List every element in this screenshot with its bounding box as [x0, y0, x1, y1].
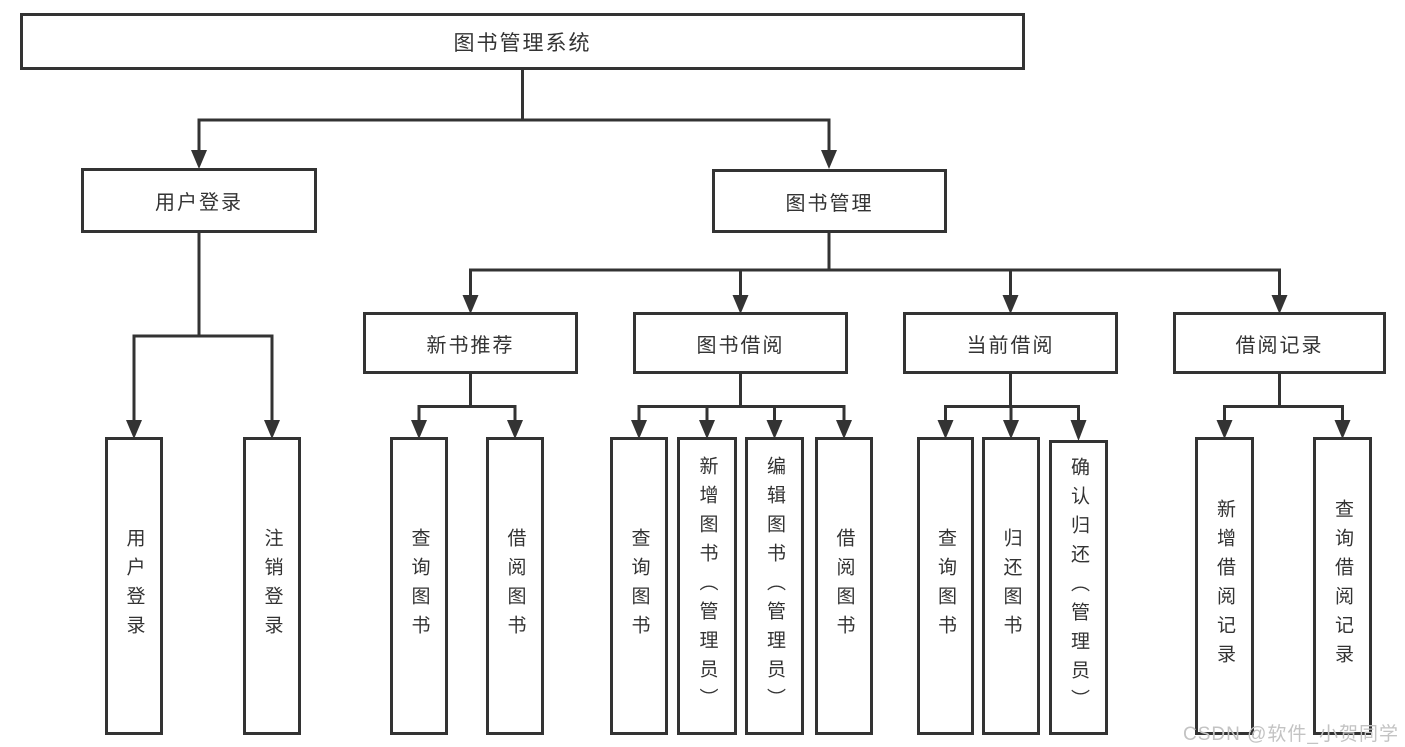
leaf-borrow-books-1-label: 借阅图书	[504, 528, 526, 644]
leaf-add-borrow-record: 新增借阅记录	[1195, 437, 1254, 735]
node-book-borrowing: 图书借阅	[633, 312, 848, 374]
leaf-return-books: 归还图书	[982, 437, 1040, 735]
leaf-logout: 注销登录	[243, 437, 301, 735]
leaf-edit-books-admin: 编辑图书（管理员）	[745, 437, 804, 735]
watermark: CSDN @软件_小贺同学	[1183, 724, 1399, 745]
leaf-borrow-books-1: 借阅图书	[486, 437, 544, 735]
arrowhead	[191, 150, 207, 169]
leaf-user-login: 用户登录	[105, 437, 163, 735]
leaf-add-borrow-record-label: 新增借阅记录	[1214, 499, 1235, 673]
node-user-login: 用户登录	[81, 168, 317, 233]
arrowhead	[821, 150, 837, 169]
leaf-borrow-books-2: 借阅图书	[815, 437, 873, 735]
leaf-query-books-3: 查询图书	[917, 437, 974, 735]
node-book-borrowing-label: 图书借阅	[696, 334, 785, 357]
leaf-query-books-2-label: 查询图书	[628, 528, 650, 644]
leaf-add-books-admin-label: 新增图书（管理员）	[696, 455, 718, 717]
arrowhead	[1070, 420, 1087, 441]
leaf-user-login-label: 用户登录	[123, 528, 145, 644]
leaf-confirm-return-admin: 确认归还（管理员）	[1049, 440, 1108, 735]
leaf-query-borrow-record-label: 查询借阅记录	[1332, 499, 1353, 673]
node-root: 图书管理系统	[20, 13, 1025, 70]
node-borrowing-records: 借阅记录	[1173, 312, 1386, 374]
leaf-borrow-books-2-label: 借阅图书	[833, 528, 855, 644]
leaf-query-borrow-record: 查询借阅记录	[1313, 437, 1372, 735]
node-new-book-recommendation: 新书推荐	[363, 312, 578, 374]
leaf-query-books-1-label: 查询图书	[408, 528, 430, 644]
leaf-add-books-admin: 新增图书（管理员）	[677, 437, 737, 735]
leaf-confirm-return-admin-label: 确认归还（管理员）	[1068, 457, 1089, 718]
node-book-management-label: 图书管理	[785, 192, 874, 215]
node-current-borrowing-label: 当前借阅	[966, 334, 1055, 357]
leaf-logout-label: 注销登录	[261, 528, 283, 644]
node-user-login-label: 用户登录	[155, 192, 243, 214]
leaf-edit-books-admin-label: 编辑图书（管理员）	[764, 455, 785, 717]
node-book-management: 图书管理	[712, 169, 947, 233]
leaf-query-books-3-label: 查询图书	[935, 528, 956, 644]
leaf-query-books-1: 查询图书	[390, 437, 448, 735]
node-current-borrowing: 当前借阅	[903, 312, 1118, 374]
leaf-return-books-label: 归还图书	[1000, 528, 1022, 644]
node-borrowing-records-label: 借阅记录	[1235, 334, 1324, 357]
leaf-query-books-2: 查询图书	[610, 437, 668, 735]
node-root-label: 图书管理系统	[453, 31, 592, 55]
node-new-book-recommendation-label: 新书推荐	[426, 334, 515, 357]
